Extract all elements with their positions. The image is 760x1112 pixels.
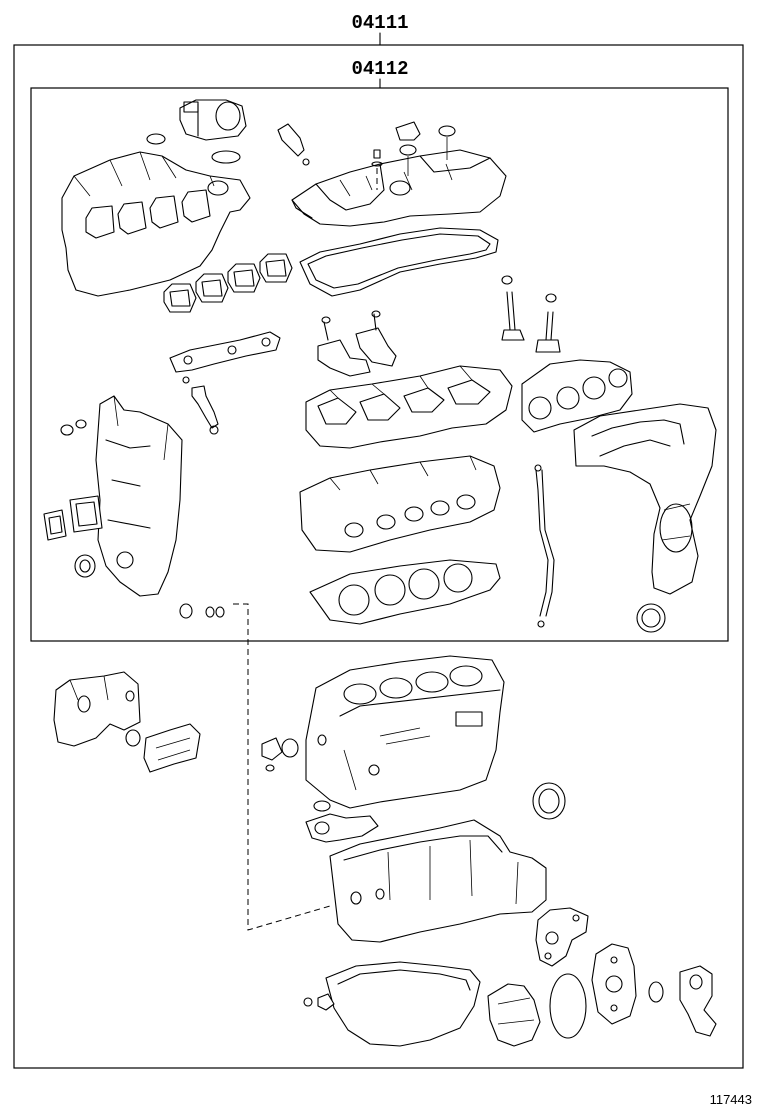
outer-kit-label[interactable]: 04111 bbox=[351, 12, 408, 34]
exhaust-valve[interactable] bbox=[535, 293, 561, 353]
o-ring-a[interactable] bbox=[179, 603, 193, 619]
valve-cover[interactable] bbox=[291, 149, 507, 227]
exhaust-manifold[interactable] bbox=[573, 403, 717, 595]
intake-manifold[interactable] bbox=[61, 151, 251, 297]
cap-washer[interactable] bbox=[399, 144, 417, 156]
valve-lifter-brackets[interactable] bbox=[317, 310, 397, 377]
cylinder-head[interactable] bbox=[299, 455, 501, 553]
exhaust-manifold-gasket[interactable] bbox=[521, 359, 633, 433]
oil-pump-body[interactable] bbox=[487, 983, 541, 1047]
o-ring-c[interactable] bbox=[215, 606, 225, 618]
seal-ring[interactable] bbox=[125, 729, 141, 747]
knock-sensor[interactable] bbox=[261, 737, 299, 772]
camshaft-housing[interactable] bbox=[305, 365, 513, 449]
water-pump-o-ring[interactable] bbox=[549, 973, 587, 1039]
seal-small-2[interactable] bbox=[75, 419, 87, 429]
outer-kit-frame bbox=[13, 44, 744, 1069]
valve-cover-gasket[interactable] bbox=[299, 227, 499, 297]
throttle-gasket[interactable] bbox=[211, 150, 241, 164]
oil-strainer[interactable] bbox=[305, 813, 379, 843]
thermostat-seal[interactable] bbox=[648, 981, 664, 1003]
fuel-rail[interactable] bbox=[169, 331, 281, 373]
dashed-leader bbox=[233, 603, 331, 931]
o-ring-b[interactable] bbox=[205, 606, 215, 618]
diagram-ref-number: 117443 bbox=[710, 1092, 752, 1107]
oil-filler-cap[interactable] bbox=[395, 121, 421, 141]
drain-plug-gasket[interactable] bbox=[303, 997, 313, 1007]
oil-pan-upper[interactable] bbox=[329, 819, 547, 943]
cam-sensor[interactable] bbox=[277, 123, 310, 166]
bolt-washer[interactable] bbox=[371, 161, 383, 167]
throttle-body[interactable] bbox=[179, 99, 247, 141]
drain-plug[interactable] bbox=[317, 993, 335, 1011]
inner-kit-label[interactable]: 04112 bbox=[351, 58, 408, 80]
inner-kit-frame bbox=[30, 87, 729, 642]
o-ring[interactable] bbox=[146, 133, 166, 145]
exhaust-ring-gasket[interactable] bbox=[636, 603, 666, 633]
seal-small[interactable] bbox=[60, 424, 74, 436]
timing-chain-cover[interactable] bbox=[95, 395, 183, 597]
bolt[interactable] bbox=[373, 149, 381, 159]
oil-pan-lower[interactable] bbox=[325, 961, 481, 1047]
engine-mount-bracket[interactable] bbox=[53, 671, 141, 747]
strainer-gasket[interactable] bbox=[313, 800, 331, 812]
fuel-injector[interactable] bbox=[182, 376, 219, 435]
water-pump[interactable] bbox=[591, 943, 637, 1025]
crank-rear-seal[interactable] bbox=[532, 782, 566, 820]
intake-valve[interactable] bbox=[501, 275, 525, 341]
crank-front-seal[interactable] bbox=[74, 554, 96, 578]
cylinder-block[interactable] bbox=[305, 655, 505, 809]
intake-gaskets[interactable] bbox=[163, 253, 293, 313]
plug-seal[interactable] bbox=[438, 125, 456, 137]
cylinder-head-gasket[interactable] bbox=[309, 559, 501, 625]
cover-gaskets[interactable] bbox=[43, 495, 103, 541]
water-inlet-housing[interactable] bbox=[143, 723, 201, 773]
water-pump-gasket[interactable] bbox=[535, 907, 589, 967]
oil-dipstick-guide[interactable] bbox=[534, 464, 555, 628]
water-outlet[interactable] bbox=[679, 965, 717, 1037]
